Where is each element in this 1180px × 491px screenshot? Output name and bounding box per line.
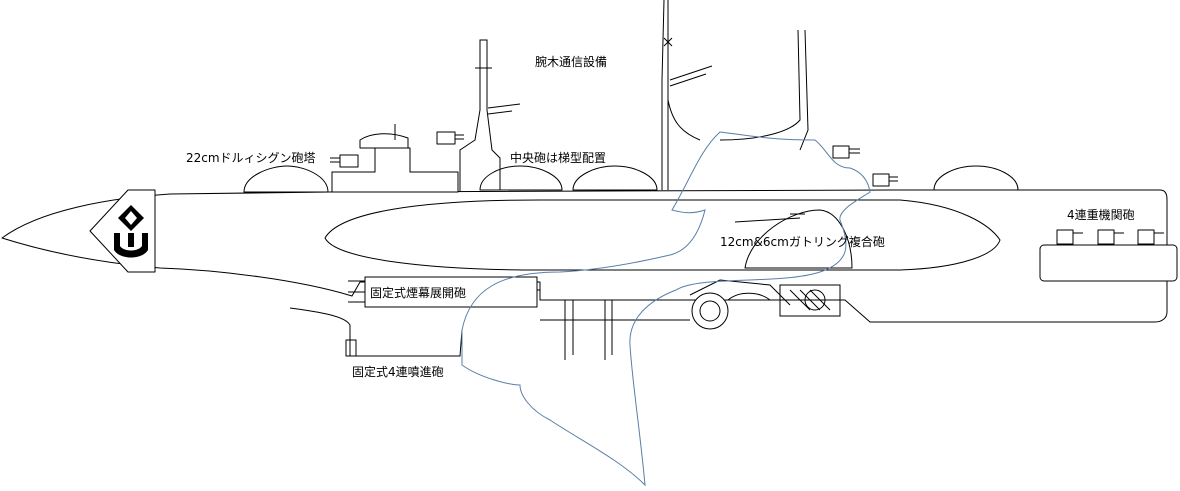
emblem-icon xyxy=(89,189,156,273)
label-quad-mg: 4連重機関砲 xyxy=(1067,207,1135,222)
small-turrets xyxy=(330,131,1164,245)
smoke-gun xyxy=(348,276,538,308)
side-gun-deck xyxy=(1039,244,1178,282)
gatling-mount xyxy=(734,209,853,269)
label-gatling: 12cm&6cmガトリング複合砲 xyxy=(720,234,885,249)
label-drill-turret: 22cmドルィシグン砲塔 xyxy=(186,151,316,165)
main-mast xyxy=(661,0,809,190)
top-domes xyxy=(243,165,1019,193)
label-center-guns: 中央砲は梯型配置 xyxy=(510,150,606,165)
cloud-outline xyxy=(461,131,871,487)
bridge-superstructure xyxy=(331,39,521,193)
label-arm-comm: 腕木通信設備 xyxy=(535,54,607,69)
rocket-launcher-block xyxy=(345,339,357,357)
hull-lower-lip xyxy=(289,307,463,357)
landing-gear xyxy=(689,279,841,330)
label-smoke-gun: 固定式煙幕展開砲 xyxy=(370,285,466,300)
hull-inner-lens xyxy=(324,199,1001,271)
label-quad-jet: 固定式4連噴進砲 xyxy=(352,364,444,379)
